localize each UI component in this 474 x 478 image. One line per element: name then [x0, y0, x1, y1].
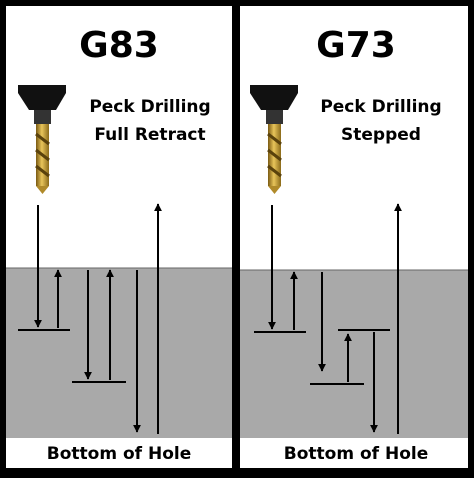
- cycle-title-line1: Peck Drilling: [89, 97, 210, 117]
- cycle-title-line1: Peck Drilling: [320, 97, 441, 117]
- cycle-title-line2: Full Retract: [94, 125, 205, 145]
- drill-bit-icon: [250, 85, 298, 194]
- cycle-title-line2: Stepped: [341, 125, 421, 145]
- peck-path: [254, 203, 402, 434]
- g-code-label: G73: [316, 25, 396, 66]
- bottom-of-hole-label: Bottom of Hole: [47, 444, 191, 464]
- bottom-of-hole-label: Bottom of Hole: [284, 444, 428, 464]
- material-block: [240, 270, 468, 438]
- material-block: [6, 268, 232, 438]
- drill-bit-icon: [18, 85, 66, 194]
- g-code-label: G83: [79, 25, 159, 66]
- footer-band: [6, 438, 232, 468]
- panel-g73: G73 Peck Drilling Stepped Bottom of Hole: [240, 6, 468, 468]
- panel-g83: G83 Peck Drilling Full Retract Bottom of…: [6, 6, 232, 468]
- peck-path: [18, 203, 162, 434]
- footer-band: [240, 438, 468, 468]
